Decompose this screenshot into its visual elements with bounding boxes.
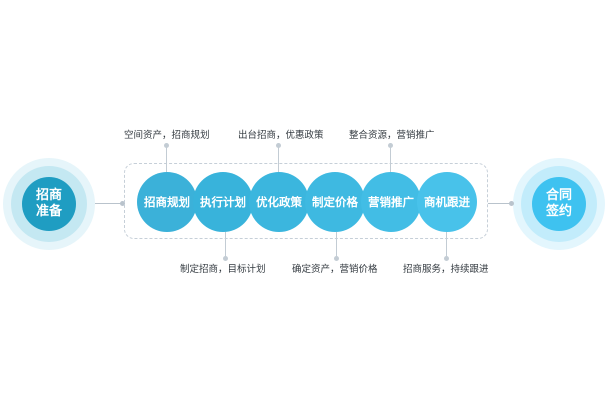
left-connector-line bbox=[95, 203, 124, 204]
end-node: 合同 签约 bbox=[513, 158, 605, 250]
step-policy: 优化政策 bbox=[249, 172, 309, 232]
annotation-top-2: 出台招商，优惠政策 bbox=[238, 130, 324, 141]
start-node-core bbox=[22, 177, 76, 231]
step-followup: 商机跟进 bbox=[417, 172, 477, 232]
step-planning: 招商规划 bbox=[137, 172, 197, 232]
annotation-top-2-line bbox=[278, 145, 279, 172]
annotation-bottom-1: 制定招商，目标计划 bbox=[180, 264, 266, 275]
annotation-bottom-1-line bbox=[225, 232, 226, 258]
end-node-core bbox=[532, 177, 586, 231]
step-marketing: 营销推广 bbox=[361, 172, 421, 232]
right-connector-dot bbox=[509, 201, 514, 206]
step-execution: 执行计划 bbox=[193, 172, 253, 232]
annotation-bottom-3: 招商服务，持续跟进 bbox=[403, 264, 489, 275]
annotation-top-1-line bbox=[166, 145, 167, 172]
left-connector-dot bbox=[120, 201, 125, 206]
annotation-bottom-3-line bbox=[446, 232, 447, 258]
annotation-bottom-2-line bbox=[336, 232, 337, 258]
annotation-top-1: 空间资产，招商规划 bbox=[124, 130, 210, 141]
end-node-label: 合同 签约 bbox=[545, 188, 572, 219]
annotation-bottom-2-dot bbox=[334, 256, 339, 261]
annotation-bottom-3-dot bbox=[444, 256, 449, 261]
step-pricing: 制定价格 bbox=[305, 172, 365, 232]
annotation-top-3: 整合资源，营销推广 bbox=[349, 130, 435, 141]
steps-container bbox=[124, 163, 488, 239]
right-connector-line bbox=[488, 203, 513, 204]
annotation-top-3-line bbox=[390, 145, 391, 172]
annotation-bottom-2: 确定资产，营销价格 bbox=[292, 264, 378, 275]
annotation-bottom-1-dot bbox=[223, 256, 228, 261]
start-node-label: 招商 准备 bbox=[35, 188, 62, 219]
start-node: 招商 准备 bbox=[3, 158, 95, 250]
